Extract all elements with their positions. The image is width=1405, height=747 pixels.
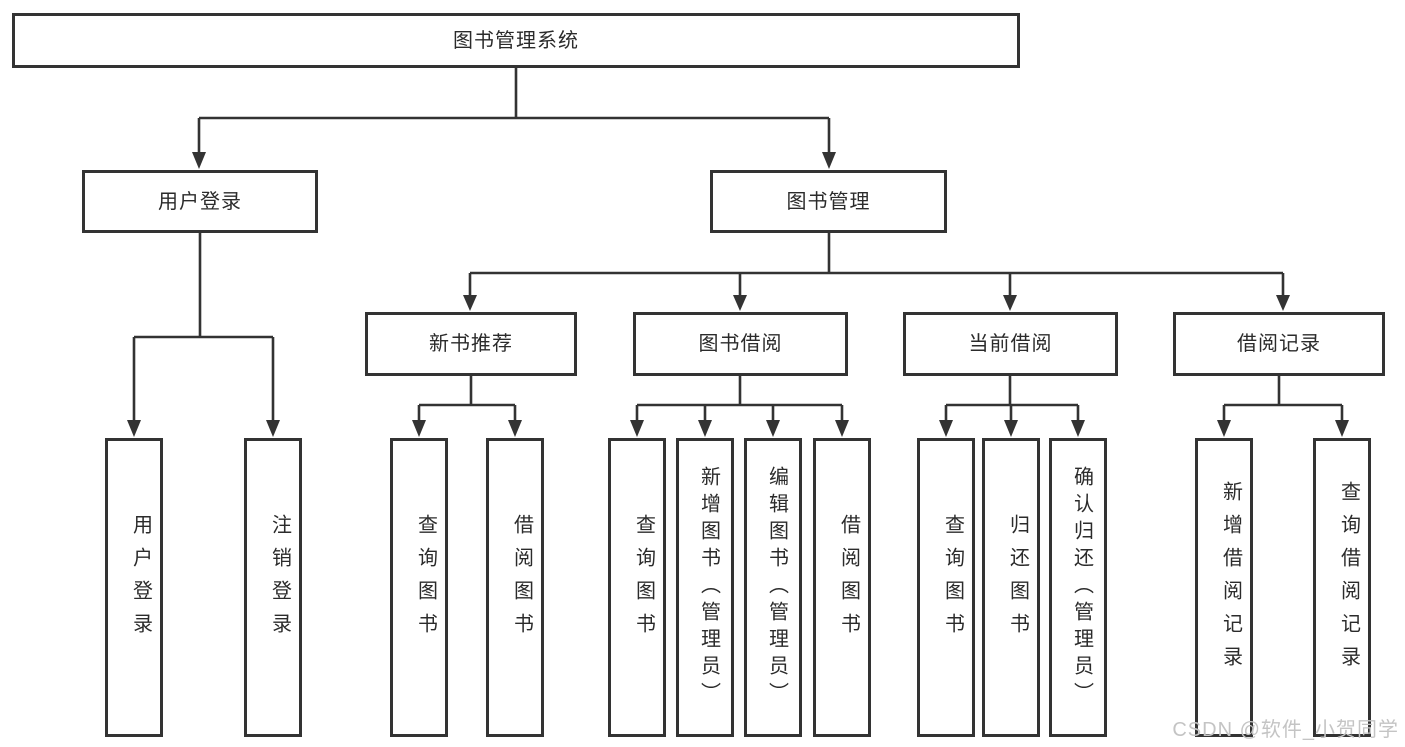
leaf-return-books: 归还图书 (982, 438, 1040, 737)
leaf-borrow-books-recommend: 借阅图书 (486, 438, 544, 737)
leaf-confirm-return-admin: 确认归还（管理员） (1049, 438, 1107, 737)
node-book-management: 图书管理 (710, 170, 947, 233)
node-new-book-recommend: 新书推荐 (365, 312, 577, 376)
leaf-query-borrow-record: 查询借阅记录 (1313, 438, 1371, 737)
connector-book-borrow-children (630, 376, 849, 437)
node-library-management-system: 图书管理系统 (12, 13, 1020, 68)
leaf-edit-books-admin: 编辑图书（管理员） (744, 438, 802, 737)
csdn-watermark: CSDN @软件_小贺同学 (1172, 719, 1399, 741)
leaf-query-books-recommend: 查询图书 (390, 438, 448, 737)
leaf-add-books-admin: 新增图书（管理员） (676, 438, 734, 737)
connector-new-book-recommend-children (412, 376, 522, 437)
leaf-add-borrow-record: 新增借阅记录 (1195, 438, 1253, 737)
leaf-user-login: 用户登录 (105, 438, 163, 737)
leaf-query-books-borrow: 查询图书 (608, 438, 666, 737)
leaf-borrow-books: 借阅图书 (813, 438, 871, 737)
node-user-login: 用户登录 (82, 170, 318, 233)
connector-borrow-records-children (1217, 376, 1349, 437)
connector-user-login-children (127, 233, 280, 437)
connector-book-management-children (463, 233, 1290, 311)
connector-current-borrow-children (939, 376, 1085, 437)
connector-root-to-level2 (192, 68, 836, 169)
node-book-borrow: 图书借阅 (633, 312, 848, 376)
node-current-borrow: 当前借阅 (903, 312, 1118, 376)
node-borrow-records: 借阅记录 (1173, 312, 1385, 376)
leaf-logout: 注销登录 (244, 438, 302, 737)
leaf-query-books-current: 查询图书 (917, 438, 975, 737)
